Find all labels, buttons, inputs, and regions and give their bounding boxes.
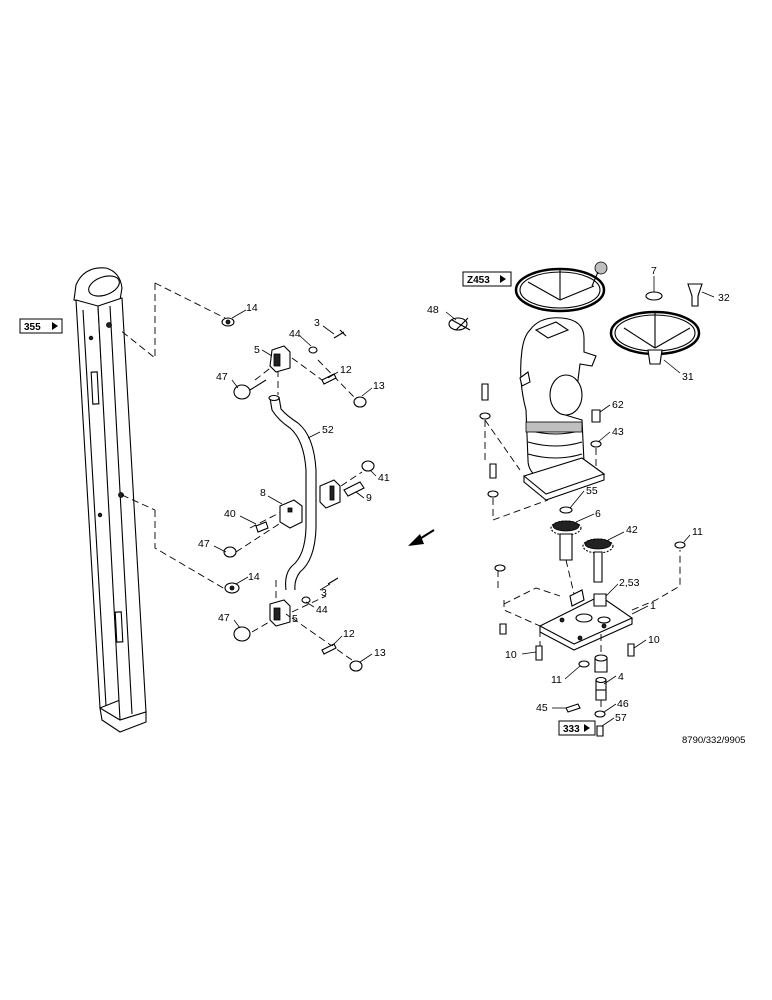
part-label: 2,53	[619, 577, 640, 589]
part-label: 47	[198, 538, 210, 550]
part-label: 44	[316, 604, 328, 616]
part-label: 3	[321, 587, 327, 599]
direction-arrow	[408, 529, 435, 546]
steering-wheel-alt	[609, 310, 701, 365]
part-label: 47	[216, 371, 228, 383]
part-label: 14	[246, 302, 258, 314]
gear-set	[550, 506, 614, 595]
steering-column-housing	[448, 317, 606, 501]
drawing-number: 8790/332/9905	[682, 735, 745, 746]
part-label: 6	[595, 508, 601, 520]
part-label: 55	[586, 485, 598, 497]
ref-tag-z453: Z453	[462, 271, 512, 287]
part-label: 57	[615, 712, 627, 724]
part-label: 31	[682, 371, 694, 383]
part-label: 40	[224, 508, 236, 520]
part-label: 43	[612, 426, 624, 438]
column-tube	[73, 267, 147, 733]
part-label: 10	[505, 649, 517, 661]
part-label: 32	[718, 292, 730, 304]
part-label: 4	[618, 671, 624, 683]
part-label: 46	[617, 698, 629, 710]
part-label: 14	[248, 571, 260, 583]
ref-tag-333: 333	[558, 720, 596, 736]
part-label: 5	[292, 613, 298, 625]
part-label: 12	[343, 628, 355, 640]
part-label: 41	[378, 472, 390, 484]
part-label: 1	[650, 600, 656, 612]
part-label: 8	[260, 487, 266, 499]
part-label: 13	[374, 647, 386, 659]
part-label: 44	[289, 328, 301, 340]
leader-lines	[213, 276, 715, 727]
svg-text:355: 355	[24, 322, 41, 333]
part-label: 47	[218, 612, 230, 624]
clamp-upper	[221, 317, 367, 408]
part-label: 13	[373, 380, 385, 392]
knob-and-cap	[645, 283, 703, 307]
part-label: 12	[340, 364, 352, 376]
gearbox-plate	[497, 550, 681, 651]
part-label: 3	[314, 317, 320, 329]
pipe	[268, 394, 317, 591]
part-label: 5	[254, 344, 260, 356]
part-labels: 14 3 44 5 12 47 13 52 41 8 9 40 47 14 3 …	[198, 265, 730, 724]
svg-text:Z453: Z453	[467, 275, 490, 286]
bracket-middle	[223, 460, 375, 558]
ref-tag-355: 355	[19, 318, 63, 334]
part-label: 48	[427, 304, 439, 316]
plate-fasteners	[494, 541, 686, 668]
part-label: 45	[536, 702, 548, 714]
steering-wheel-main	[514, 261, 608, 313]
clamp-lower	[224, 577, 363, 672]
part-label: 10	[648, 634, 660, 646]
lower-shaft	[565, 634, 608, 737]
part-label: 52	[322, 424, 334, 436]
part-label: 7	[651, 265, 657, 277]
part-label: 62	[612, 399, 624, 411]
housing-bolts	[479, 383, 602, 521]
svg-text:333: 333	[563, 724, 580, 735]
part-label: 11	[692, 526, 703, 538]
part-label: 11	[551, 674, 562, 686]
part-label: 9	[366, 492, 372, 504]
part-label: 42	[626, 524, 638, 536]
